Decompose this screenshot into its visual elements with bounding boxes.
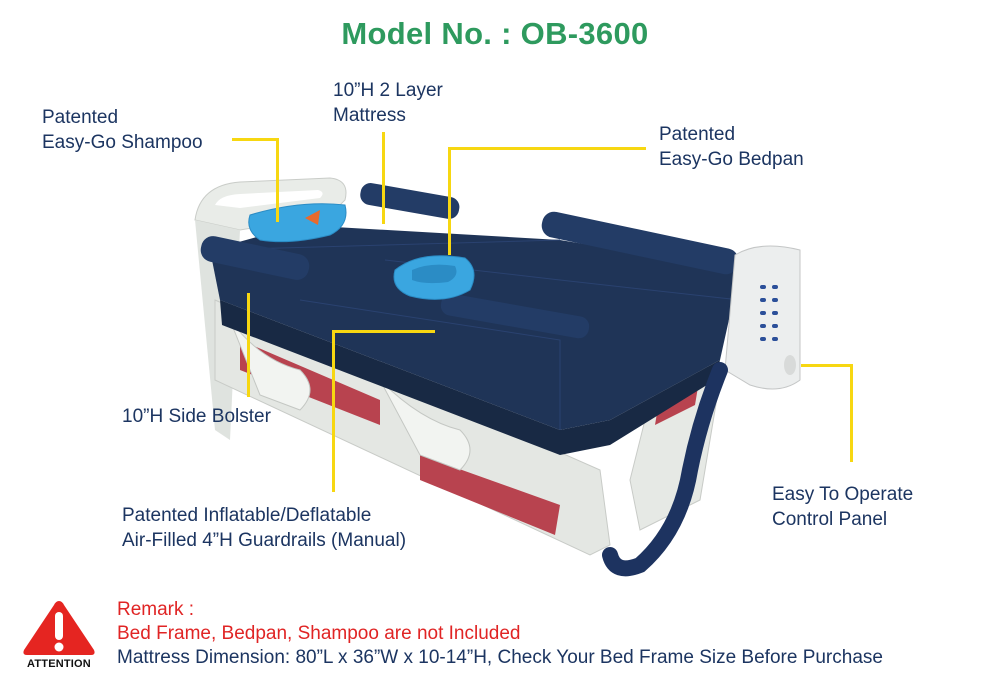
side-bolster-left xyxy=(200,236,310,280)
side-bolster-right xyxy=(541,211,739,275)
attention-label: ATTENTION xyxy=(27,658,91,670)
attention-badge: ATTENTION xyxy=(18,598,100,674)
callout-bolster-line1: 10”H Side Bolster xyxy=(122,406,271,427)
control-panel-leader-v xyxy=(850,364,853,462)
callout-mattress-line1: 10”H 2 Layer xyxy=(333,80,443,101)
shampoo-leader-v xyxy=(276,138,279,222)
remark-not-included: Bed Frame, Bedpan, Shampoo are not Inclu… xyxy=(117,623,521,644)
remark-heading: Remark : xyxy=(117,599,195,620)
callout-mattress-line2: Mattress xyxy=(333,105,406,126)
shampoo-leader-h xyxy=(232,138,279,141)
callout-guardrails: Patented Inflatable/Deflatable Air-Fille… xyxy=(122,503,406,553)
shampoo-basin xyxy=(248,203,347,243)
callout-control-panel-line2: Control Panel xyxy=(772,509,888,530)
air-hose xyxy=(602,362,728,577)
bedpan-leader-v xyxy=(448,147,451,255)
callout-shampoo-line2: Easy-Go Shampoo xyxy=(42,132,203,153)
remark-block: Remark : Bed Frame, Bedpan, Shampoo are … xyxy=(117,598,883,670)
callout-mattress: 10”H 2 Layer Mattress xyxy=(333,78,443,128)
callout-guardrails-line2: Air-Filled 4”H Guardrails (Manual) xyxy=(122,530,407,551)
guardrails-leader-h xyxy=(332,330,435,333)
mattress xyxy=(210,225,740,430)
page-title: Model No. : OB-3600 xyxy=(341,16,649,51)
mattress-leader xyxy=(382,132,385,224)
control-panel-leader-h xyxy=(801,364,853,367)
guardrails-leader-v xyxy=(332,330,335,492)
callout-shampoo-line1: Patented xyxy=(42,107,119,128)
callout-bedpan-line1: Patented xyxy=(659,124,736,145)
callout-shampoo: Patented Easy-Go Shampoo xyxy=(42,105,203,155)
callout-control-panel-line1: Easy To Operate xyxy=(772,484,914,505)
control-panel-pump xyxy=(724,245,801,390)
callout-bedpan-line2: Easy-Go Bedpan xyxy=(659,149,804,170)
remark-dimension: Mattress Dimension: 80”L x 36”W x 10-14”… xyxy=(117,647,883,668)
callout-bolster: 10”H Side Bolster xyxy=(122,404,271,429)
side-bolster-top xyxy=(360,183,460,219)
callout-control-panel: Easy To Operate Control Panel xyxy=(772,482,913,532)
warning-triangle-icon xyxy=(23,601,95,655)
bedpan-leader-h xyxy=(448,147,646,150)
bolster-leader xyxy=(247,293,250,397)
callout-guardrails-line1: Patented Inflatable/Deflatable xyxy=(122,505,372,526)
callout-bedpan: Patented Easy-Go Bedpan xyxy=(659,122,804,172)
